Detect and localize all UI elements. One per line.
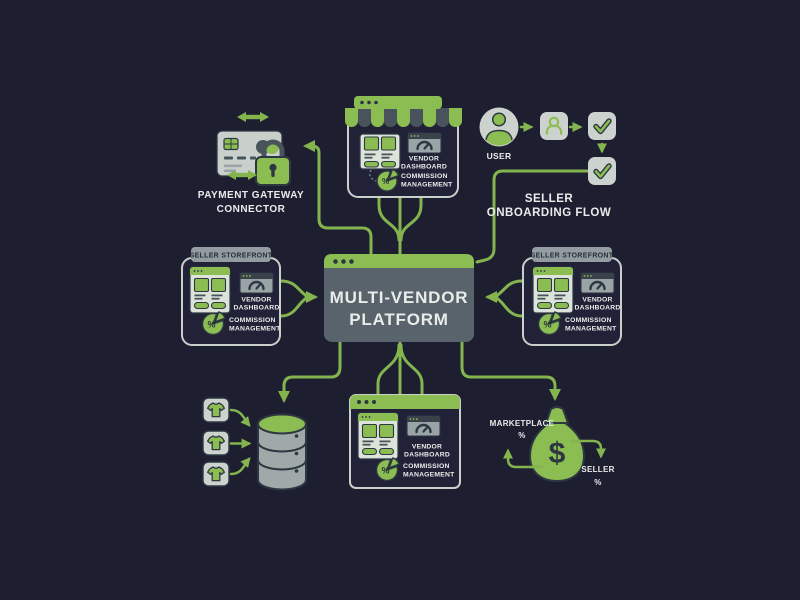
transfer-arrows-icon [237,112,269,122]
browser-header [350,395,460,409]
gauge-icon [405,414,442,438]
onboarding-label-line1: SELLER [525,193,574,205]
storefront-sign-bar [354,96,442,109]
gauge-icon [579,271,616,295]
connector-right-panel-bottom [494,296,524,318]
commission-label: COMMISSION [229,317,276,324]
check-icon [588,112,616,140]
user-avatar-icon [479,107,519,147]
connector-left-panel-top [279,279,309,298]
commission-label: MANAGEMENT [401,182,453,189]
marketplace-label: MARKETPLACE [490,419,555,428]
marketplace-share-arrow [503,448,544,469]
panel-tab [532,247,612,262]
tshirt-icon [202,397,230,423]
database-icon [257,413,307,491]
onboarding-label-line2: ONBOARDING FLOW [487,207,611,219]
platform-title-line2: PLATFORM [349,310,449,329]
panel-tab [191,247,271,262]
window-dot [341,259,346,264]
vendor-dashboard-label: VENDOR [412,444,442,451]
tshirt-icon [202,461,230,487]
product-arrow-1 [229,408,251,427]
connector-money-bag [460,340,561,401]
window-dot [357,400,361,404]
connector-database [278,340,342,403]
mini-dashboard-card [189,266,231,314]
vendor-dashboard-label: DASHBOARD [234,305,280,312]
gauge-icon [238,271,275,295]
product-database-group [202,397,307,491]
platform-box-body [324,254,474,342]
platform-box-header [324,254,474,268]
platform-box: MULTI-VENDOR PLATFORM [324,254,474,342]
check-icon [588,157,616,185]
storefront-group: VENDOR DASHBOARD % COMMISSION MANAGEMENT [345,96,463,198]
vendor-dashboard-label: DASHBOARD [401,164,447,171]
storefront-awning [345,108,463,128]
commission-label: MANAGEMENT [403,472,455,479]
connector-onboarding [475,169,590,264]
mini-dashboard-card [359,133,401,170]
seller-share-arrow [569,439,606,459]
pie-percent: % [382,177,389,186]
padlock-icon [255,139,291,186]
panel-tab-label: SELLER STOREFRONT [531,253,614,260]
window-dot [372,400,376,404]
connector-payment-gateway [303,140,373,256]
dashed-link [369,169,377,182]
vendor-dashboard-label: DASHBOARD [404,452,450,459]
connector-storefront-right-branch [399,195,423,242]
gauge-icon [406,131,443,155]
payment-gateway-label-line1: PAYMENT GATEWAY [198,190,304,201]
commission-label: MANAGEMENT [229,326,281,333]
commission-label: COMMISSION [401,173,448,180]
pie-percent: % [381,466,389,476]
seller-percent: % [594,478,601,487]
tshirt-icon [202,430,230,456]
person-box-icon [538,110,570,142]
window-dot [364,400,369,404]
mini-dashboard-card [357,412,399,460]
platform-title-line1: MULTI-VENDOR [330,288,469,307]
panel-tab-label: SELLER STOREFRONT [190,253,273,260]
payment-gateway-label-line2: CONNECTOR [217,204,286,215]
mini-dashboard-card [532,266,574,314]
vendor-dashboard-label: DASHBOARD [575,305,621,312]
window-dot [349,259,354,264]
commission-label: COMMISSION [565,317,612,324]
onboarding-flow-group: USER SELLER ONBOARDING FLOW [479,107,617,219]
seller-storefront-panel-left: SELLER STOREFRONT VENDOR DASHBOARD % COM… [181,247,281,346]
pie-percent: % [207,320,215,330]
payment-gateway-group: PAYMENT GATEWAY CONNECTOR [198,112,304,215]
commission-label: MANAGEMENT [565,326,617,333]
seller-storefront-panel-right: SELLER STOREFRONT VENDOR DASHBOARD % COM… [522,247,622,346]
vendor-dashboard-label: VENDOR [241,297,271,304]
marketplace-percent: % [518,431,525,440]
connector-bottom-left-branch [376,343,401,397]
connector-storefront-left-branch [377,195,401,242]
vendor-dashboard-label: VENDOR [582,297,612,304]
connectors [278,140,590,403]
pie-percent: % [543,320,551,330]
connector-right-panel-top [494,279,524,298]
product-arrow-3 [229,457,251,476]
seller-label: SELLER [581,465,614,474]
bottom-browser-window: VENDOR DASHBOARD % COMMISSION MANAGEMENT [349,394,461,489]
dollar-symbol: $ [549,437,566,470]
vendor-dashboard-label: VENDOR [409,156,439,163]
transfer-arrows-icon [227,170,257,180]
user-label: USER [487,151,512,161]
connector-bottom-right-branch [399,343,424,397]
commission-label: COMMISSION [403,463,450,470]
window-dot [333,259,338,264]
commission-split-group: $ MARKETPLACE % SELLER % [490,406,614,487]
connector-left-panel-bottom [279,296,309,318]
